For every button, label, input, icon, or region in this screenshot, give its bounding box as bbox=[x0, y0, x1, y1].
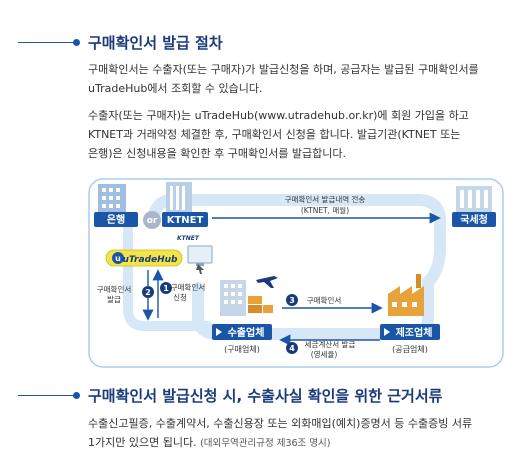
paragraph2-line2: KTNET과 거래약정 체결한 후, 구매확인서 신청을 합니다. 발급기관(K… bbox=[88, 128, 461, 141]
utradehub-logo-text: uTradeHub bbox=[123, 255, 179, 265]
svg-text:u: u bbox=[115, 254, 121, 263]
step1-badge bbox=[160, 282, 172, 294]
or-label: or bbox=[147, 216, 158, 226]
step2-line2: 발급 bbox=[107, 295, 121, 304]
section1-bullet bbox=[73, 39, 80, 46]
step1-line1: 구매확인서 bbox=[171, 282, 206, 292]
section2-paragraph: 수출신고필증, 수출계약서, 수출신용장 또는 외화매입(예치)증명서 등 수출… bbox=[88, 414, 518, 453]
step4-badge bbox=[286, 342, 298, 354]
transfer-line1: 구매확인서 발급내역 전송 bbox=[285, 194, 366, 204]
airplane-icon bbox=[256, 276, 278, 288]
section2-line1: 수출신고필증, 수출계약서, 수출신용장 또는 외화매입(예치)증명서 등 수출… bbox=[88, 417, 473, 430]
section2-title: 구매확인서 발급신청 시, 수출사실 확인을 위한 근거서류 bbox=[88, 387, 443, 405]
exporter-play-icon bbox=[216, 328, 222, 336]
section2-note: (대외무역관리규정 제36조 명시) bbox=[200, 438, 331, 449]
step4-line1: 세금계산서 발급 bbox=[305, 339, 356, 349]
exporter-label: 수출업체 bbox=[228, 326, 265, 339]
step2-badge bbox=[142, 286, 154, 298]
section1-rule bbox=[18, 42, 74, 43]
manufacturer-label: 제조업체 bbox=[396, 326, 433, 339]
nts-label: 국세청 bbox=[460, 213, 488, 226]
flow-band-left bbox=[123, 223, 213, 331]
paragraph1-line2: uTradeHub에서 조회할 수 있습니다. bbox=[88, 82, 263, 95]
section1-paragraph1: 구매확인서는 수출자(또는 구매자)가 발급신청을 하며, 공급자는 발급된 구… bbox=[88, 60, 518, 98]
step3-badge bbox=[286, 294, 298, 306]
exporter-building-icon bbox=[220, 280, 246, 316]
transfer-line2: (KTNET, 매월) bbox=[301, 205, 349, 215]
step1-line2: 신청 bbox=[173, 293, 187, 302]
section2-line2-wrap: 1가지만 있으면 됩니다. (대외무역관리규정 제36조 명시) bbox=[88, 433, 518, 453]
paragraph1-line1: 구매확인서는 수출자(또는 구매자)가 발급신청을 하며, 공급자는 발급된 구… bbox=[88, 63, 479, 76]
factory-icon bbox=[388, 274, 424, 316]
step3-num: 3 bbox=[289, 296, 295, 305]
computer-icon bbox=[187, 245, 213, 274]
issuance-process-diagram: 은행 or KTNET KTNET u uTradeHub 구매확인서 발급내역… bbox=[88, 178, 504, 368]
exporter-sub: (구매업체) bbox=[224, 344, 260, 354]
bank-building-icon bbox=[98, 184, 126, 214]
ktnet-logo: KTNET bbox=[177, 235, 200, 242]
bank-label: 은행 bbox=[107, 213, 125, 226]
manufacturer-label-box bbox=[380, 324, 440, 340]
manufacturer-sub: (공급업체) bbox=[392, 344, 428, 354]
section2-line2: 1가지만 있으면 됩니다. bbox=[88, 436, 197, 449]
ktnet-building-icon bbox=[166, 182, 192, 214]
nts-label-box bbox=[452, 212, 496, 227]
bank-label-box bbox=[94, 212, 138, 227]
cargo-containers-icon bbox=[248, 296, 273, 313]
step2-line1: 구매확인서 bbox=[97, 284, 132, 294]
step4-line2: (영세율) bbox=[311, 349, 338, 359]
paragraph2-line3: 은행)은 신청내용을 확인한 후 구매확인서를 발급합니다. bbox=[88, 147, 347, 160]
section2-rule bbox=[18, 395, 74, 396]
section1-paragraph2: 수출자(또는 구매자)는 uTradeHub(www.utradehub.or.… bbox=[88, 106, 518, 163]
ktnet-label-box bbox=[162, 212, 208, 227]
manufacturer-play-icon bbox=[384, 328, 390, 336]
section2-bullet bbox=[73, 392, 80, 399]
exporter-label-box bbox=[212, 324, 272, 340]
utradehub-logo: u uTradeHub bbox=[105, 249, 183, 267]
nts-building-icon bbox=[456, 186, 492, 212]
step1-num: 1 bbox=[163, 284, 169, 293]
or-badge bbox=[143, 211, 161, 229]
step3-label: 구매확인서 bbox=[307, 295, 342, 305]
section1-title: 구매확인서 발급 절차 bbox=[88, 34, 223, 52]
step4-num: 4 bbox=[289, 344, 295, 353]
step2-num: 2 bbox=[145, 288, 151, 297]
paragraph2-line1: 수출자(또는 구매자)는 uTradeHub(www.utradehub.or.… bbox=[88, 109, 469, 122]
ktnet-label: KTNET bbox=[167, 215, 204, 226]
